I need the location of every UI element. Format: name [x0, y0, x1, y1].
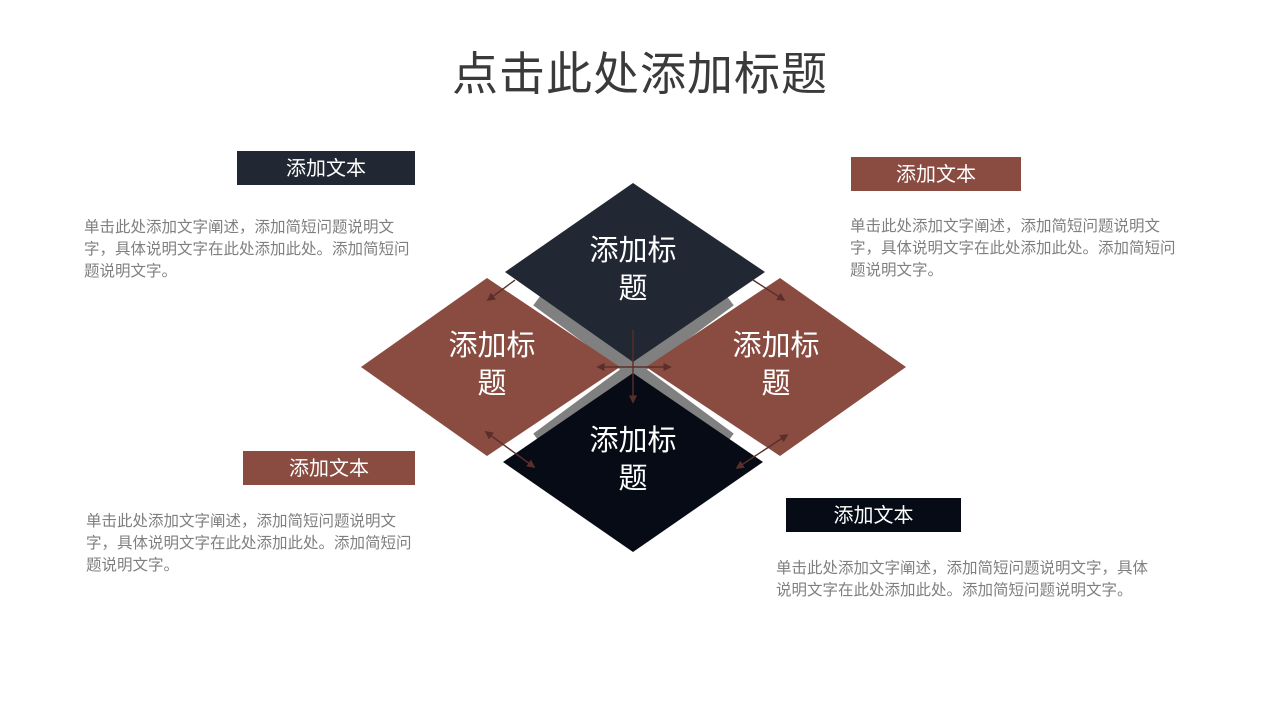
tag-bottom-right[interactable]: 添加文本 — [786, 498, 961, 532]
diamond-bottom[interactable] — [503, 373, 763, 552]
diamond-top-line2: 题 — [618, 271, 648, 305]
tag-top-right[interactable]: 添加文本 — [851, 157, 1021, 191]
diamond-top[interactable] — [505, 183, 765, 362]
diamond-left[interactable] — [361, 278, 620, 456]
diamond-bottom-label: 添加标 题 — [563, 421, 703, 497]
diamond-right[interactable] — [646, 278, 906, 456]
diamond-right-line2: 题 — [761, 366, 791, 400]
diamond-right-line1: 添加标 — [732, 328, 820, 362]
diamond-top-line1: 添加标 — [589, 233, 677, 267]
diamond-left-line1: 添加标 — [448, 328, 536, 362]
desc-bottom-left[interactable]: 单击此处添加文字阐述，添加简短问题说明文字，具体说明文字在此处添加此处。添加简短… — [86, 512, 412, 574]
diamond-left-label: 添加标 题 — [422, 326, 562, 402]
diamond-top-label: 添加标 题 — [563, 231, 703, 307]
diamond-bottom-line1: 添加标 — [589, 423, 677, 457]
tag-top-left[interactable]: 添加文本 — [237, 151, 415, 185]
desc-top-right[interactable]: 单击此处添加文字阐述，添加简短问题说明文字，具体说明文字在此处添加此处。添加简短… — [850, 217, 1176, 279]
center-arrows — [596, 330, 672, 404]
slide-title[interactable]: 点击此处添加标题 — [452, 47, 828, 101]
desc-bottom-right[interactable]: 单击此处添加文字阐述，添加简短问题说明文字，具体说明文字在此处添加此处。添加简短… — [776, 559, 1149, 599]
desc-top-left[interactable]: 单击此处添加文字阐述，添加简短问题说明文字，具体说明文字在此处添加此处。添加简短… — [84, 218, 410, 280]
tag-bottom-left[interactable]: 添加文本 — [243, 451, 415, 485]
diamond-bottom-line2: 题 — [618, 461, 648, 495]
corner-arrows — [484, 279, 789, 469]
diamond-right-label: 添加标 题 — [706, 326, 846, 402]
diamond-left-line2: 题 — [477, 366, 507, 400]
